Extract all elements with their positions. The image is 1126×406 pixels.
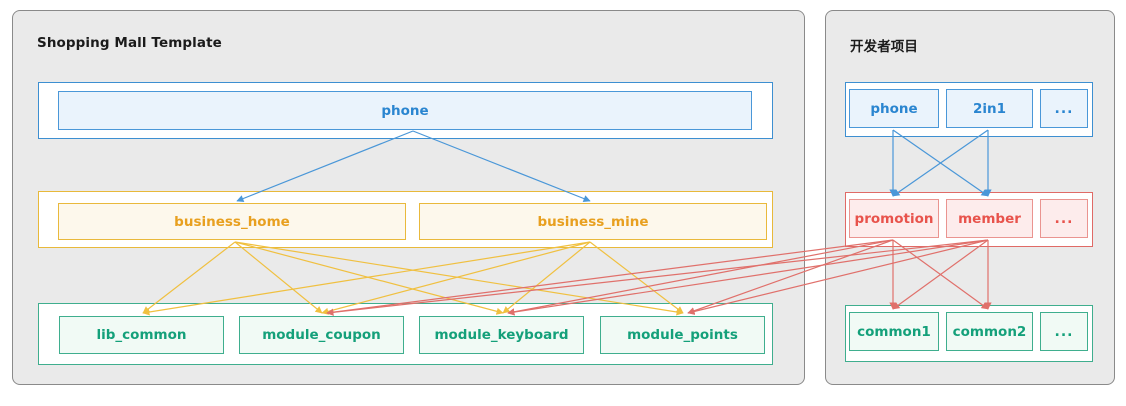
node-right-app-0[interactable]: phone bbox=[849, 89, 939, 128]
node-right-business-0[interactable]: promotion bbox=[849, 199, 939, 238]
node-right-app-2[interactable]: ... bbox=[1040, 89, 1088, 128]
node-right-app-1[interactable]: 2in1 bbox=[946, 89, 1033, 128]
node-right-module-1[interactable]: common2 bbox=[946, 312, 1033, 351]
panel-title-developer-project: 开发者项目 bbox=[850, 39, 918, 55]
node-right-business-2[interactable]: ... bbox=[1040, 199, 1088, 238]
node-left-module-1[interactable]: module_coupon bbox=[239, 316, 404, 354]
panel-title-shopping-mall-template: Shopping Mall Template bbox=[37, 35, 222, 51]
node-left-app-0[interactable]: phone bbox=[58, 91, 752, 130]
node-left-module-0[interactable]: lib_common bbox=[59, 316, 224, 354]
node-left-module-3[interactable]: module_points bbox=[600, 316, 765, 354]
node-left-business-1[interactable]: business_mine bbox=[419, 203, 767, 240]
node-left-business-0[interactable]: business_home bbox=[58, 203, 406, 240]
node-right-business-1[interactable]: member bbox=[946, 199, 1033, 238]
node-left-module-2[interactable]: module_keyboard bbox=[419, 316, 584, 354]
node-right-module-0[interactable]: common1 bbox=[849, 312, 939, 351]
node-right-module-2[interactable]: ... bbox=[1040, 312, 1088, 351]
